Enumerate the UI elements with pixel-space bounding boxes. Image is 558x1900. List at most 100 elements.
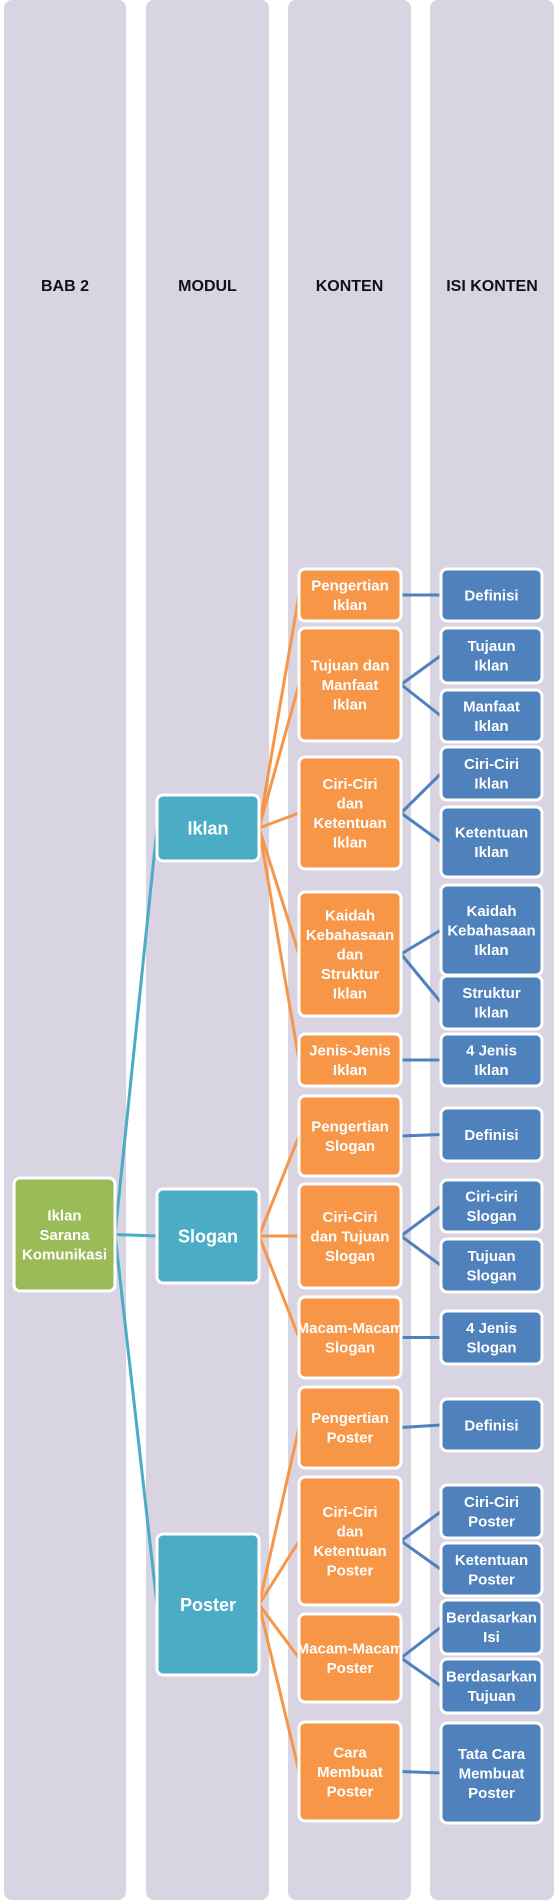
connector-konten-isi — [400, 1204, 442, 1238]
isi-konten-node-label: Definisi — [464, 1417, 518, 1434]
connector-konten-isi — [400, 683, 442, 718]
isi-konten-node-shape — [439, 1598, 544, 1656]
connector-root-modul — [114, 1233, 158, 1238]
connector-root-modul — [113, 1234, 159, 1605]
connector-konten-isi — [400, 1510, 442, 1543]
connector-modul-konten — [257, 827, 301, 955]
connector-modul-konten — [257, 1604, 301, 1772]
connector-konten-isi — [400, 1625, 442, 1660]
root-node-shape — [12, 1176, 117, 1293]
isi-konten-node-shape — [439, 1657, 544, 1715]
konten-node-shape — [297, 755, 403, 871]
isi-konten-node: Definisi — [439, 1397, 544, 1453]
isi-konten-node-shape — [439, 805, 544, 879]
konten-node-shape — [297, 890, 403, 1018]
connector-konten-isi — [399, 772, 443, 815]
isi-konten-node-shape — [439, 626, 544, 685]
isi-konten-node: Definisi — [439, 567, 544, 623]
modul-node-shape — [155, 793, 261, 863]
connector-modul-konten — [257, 594, 301, 829]
konten-node-shape — [297, 1182, 403, 1290]
connector-root-modul — [113, 827, 159, 1235]
isi-konten-node-shape — [439, 1483, 544, 1540]
connector-konten-isi — [400, 654, 442, 686]
konten-node-shape — [297, 1475, 403, 1607]
connector-modul-konten — [258, 811, 300, 830]
connector-konten-isi — [400, 1423, 442, 1429]
column-background — [4, 0, 126, 1900]
modul-node: Poster — [155, 1532, 261, 1677]
isi-konten-node-shape — [439, 1178, 544, 1234]
connector-konten-isi — [399, 953, 443, 1004]
konten-node-shape — [297, 1295, 403, 1380]
connector-modul-konten — [257, 684, 301, 829]
connector-modul-konten — [257, 1427, 301, 1605]
connector-konten-isi — [400, 811, 442, 844]
konten-node-shape — [297, 567, 403, 623]
isi-konten-node-shape — [439, 1721, 544, 1825]
isi-konten-node-shape — [439, 1541, 544, 1598]
isi-konten-node: Definisi — [439, 1106, 544, 1163]
konten-node-shape — [297, 1720, 403, 1823]
isi-konten-node-shape — [439, 974, 544, 1031]
connector-konten-isi — [400, 1770, 442, 1775]
modul-node-shape — [155, 1532, 261, 1677]
konten-node-shape — [297, 626, 403, 743]
modul-node-label: Slogan — [178, 1226, 238, 1246]
connector-modul-konten — [257, 827, 301, 1061]
isi-konten-node-shape — [439, 1397, 544, 1453]
isi-konten-node-shape — [439, 567, 544, 623]
konten-node-shape — [297, 1032, 403, 1088]
connector-konten-isi — [400, 1133, 442, 1138]
isi-konten-node-shape — [439, 1237, 544, 1294]
isi-konten-node-label: Definisi — [464, 1127, 518, 1144]
connector-konten-isi — [400, 928, 442, 956]
connector-modul-konten — [257, 1135, 301, 1237]
isi-konten-node-shape — [439, 1106, 544, 1163]
modul-node: Iklan — [155, 793, 261, 863]
isi-konten-node-shape — [439, 1032, 544, 1088]
modul-node: Slogan — [155, 1187, 261, 1285]
isi-konten-header: ISI KONTEN — [446, 278, 538, 295]
modul-header: MODUL — [178, 278, 237, 295]
isi-konten-node-shape — [439, 1309, 544, 1366]
connector-konten-isi — [400, 1656, 442, 1688]
